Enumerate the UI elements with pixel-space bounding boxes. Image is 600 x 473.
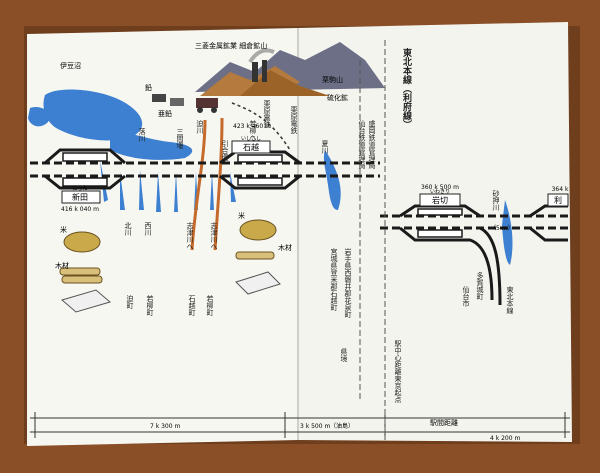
mokuzai-label: 木材 — [55, 261, 69, 270]
rice-bale-icon-2 — [239, 219, 277, 241]
station-name: 石越 — [243, 142, 259, 152]
river-ochigawa: 落川 — [138, 127, 146, 142]
station-kana: いしこし — [241, 136, 261, 142]
station-nitta: 新田 にった 416 k 040 m — [61, 186, 101, 213]
kome-label-2: 米 — [238, 211, 245, 220]
town-4: 若柳町 — [206, 294, 214, 316]
line-title: 東北本線（利府線） — [401, 47, 413, 129]
kurikoma-label: 栗駒山 — [322, 75, 343, 84]
miyagi-town: 宮城県登米郡石越町 — [330, 247, 338, 311]
lumber-icon — [59, 267, 103, 284]
mokuzai-label-2: 木材 — [278, 243, 292, 252]
distance-label: 駅間距離 — [430, 418, 458, 427]
kome-label: 米 — [60, 225, 67, 234]
ore-pile-icon-2 — [235, 271, 281, 295]
distance-right: 4 k 200 m — [490, 435, 520, 442]
river-sakouda: 迫川 — [196, 119, 204, 134]
town-1: 迫町 — [126, 294, 134, 309]
kurihara-railway-line — [231, 102, 291, 151]
distance-mid-paren: （油島） — [330, 422, 354, 430]
wakayanagi-he: 若柳へ — [249, 119, 257, 141]
station-distance: 360 k 500 m — [421, 184, 459, 191]
distance-footer-rules — [30, 412, 570, 438]
station-ri: 利 364 k — [547, 186, 569, 207]
river-shizugawa-2: 志津川へ — [210, 221, 218, 250]
lumber-icon-2 — [235, 251, 275, 260]
izunuma-label: 伊豆沼 — [60, 61, 81, 70]
sendai-rail-bureau: 仙台鉄道管理局 — [358, 119, 366, 170]
rice-bale-icon — [63, 231, 101, 253]
kurikoma-mountain-illustration — [195, 42, 385, 96]
station-kana: いわきり — [430, 188, 450, 195]
tohoku-main-label: 東北本線 — [506, 285, 514, 314]
distance-mid: 3 k 500 m — [300, 423, 330, 430]
river-natsukawa: 夏川 — [321, 140, 329, 154]
station-platforms — [62, 152, 283, 187]
namari-label: 鉛 — [145, 83, 152, 92]
station-name: 利 — [554, 195, 562, 205]
station-kana: にった — [72, 186, 87, 192]
river-kitagawa: 北川 — [124, 222, 132, 236]
river-sanmon: 三間堰 — [176, 128, 184, 149]
river-shizugawa-1: 志津川へ — [186, 221, 194, 250]
sendai-city: 仙台市 — [462, 285, 470, 308]
ryusanko-label: 硫化鉱 — [327, 93, 348, 102]
tagajo-town: 多賀城町 — [476, 271, 484, 300]
station-ishikoshi: 石越 いしこし — [231, 136, 271, 154]
river-lines — [190, 117, 224, 251]
town-2: 若柳町 — [146, 294, 154, 316]
mine-company-label: 三菱金属鉱業 細倉鉱山 — [195, 41, 267, 50]
aen-label: 亜鉛 — [158, 109, 172, 118]
ishikoshi-distance: 423 k 460 m — [233, 123, 271, 130]
station-distance: 416 k 040 m — [61, 206, 99, 213]
station-distance: 364 k — [552, 186, 569, 193]
iwate-town: 岩手県西磐井郡花泉町 — [344, 247, 352, 318]
distance-left: 7 k 300 m — [150, 423, 180, 430]
station-name: 岩切 — [432, 195, 448, 205]
mine-chimney-icon — [252, 62, 258, 82]
iwakiri-platforms — [417, 208, 463, 238]
mine-cart-icon — [152, 94, 218, 113]
origin-distance-label: 駅中心距離東京起点 — [394, 340, 402, 404]
station-iwakiri: 岩切 いわきり 360 k 500 m — [419, 184, 461, 207]
town-3: 石越町 — [188, 295, 196, 316]
station-name: 新田 — [72, 192, 88, 202]
sunaoshi-river: 砂押川 — [492, 189, 500, 211]
prefecture-boundary-label: 県境 — [340, 348, 348, 363]
water-features — [28, 89, 513, 265]
ore-pile-icon — [60, 289, 112, 313]
river-hikiai: 引合堰 — [221, 139, 229, 161]
morioka-rail-bureau: 盛岡鉄道管理局 — [368, 119, 376, 170]
kurihara-rail-label-left: 栗原電鉄 — [263, 100, 271, 129]
kurihara-rail-label: 栗原電鉄 — [290, 106, 298, 135]
sunaoshi-bridge: （5 m） — [490, 225, 514, 232]
river-nishikawa: 西川 — [144, 222, 152, 236]
